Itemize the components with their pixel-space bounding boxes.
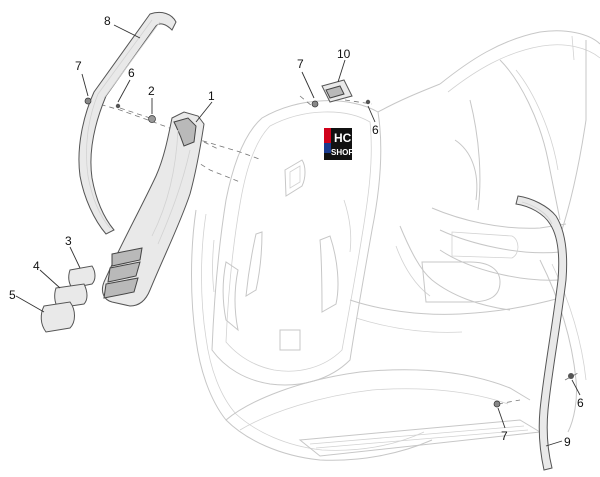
callout-6: 6 bbox=[577, 396, 584, 410]
callout-7: 7 bbox=[297, 57, 304, 71]
callout-7: 7 bbox=[75, 59, 82, 73]
scooter-body-outline bbox=[191, 30, 600, 461]
callout-4: 4 bbox=[33, 259, 40, 273]
front-shield-details bbox=[212, 159, 352, 351]
callout-2: 2 bbox=[148, 84, 155, 98]
fasteners bbox=[84, 97, 574, 408]
callout-6: 6 bbox=[128, 66, 135, 80]
nut-2 bbox=[148, 115, 156, 123]
screw-6b bbox=[365, 99, 371, 105]
callout-6: 6 bbox=[372, 123, 379, 137]
shield-trim-strip-right bbox=[515, 195, 568, 471]
clip-7a bbox=[84, 97, 92, 105]
callout-7: 7 bbox=[501, 429, 508, 443]
screw-6a bbox=[115, 103, 121, 109]
logo-line-1: HC bbox=[334, 131, 352, 145]
callout-9: 9 bbox=[564, 435, 571, 449]
logo-line-2: SHOP bbox=[331, 148, 354, 157]
horn-cover-part bbox=[101, 111, 205, 307]
clip-7b bbox=[311, 100, 319, 108]
callout-3: 3 bbox=[65, 234, 72, 248]
bracket-part bbox=[321, 79, 353, 103]
trim-piece-5 bbox=[40, 301, 75, 333]
clip-7c bbox=[493, 400, 501, 408]
shield-trim-strip-left bbox=[78, 11, 177, 235]
callout-1: 1 bbox=[208, 89, 215, 103]
trim-piece-4 bbox=[54, 283, 88, 309]
callout-5: 5 bbox=[9, 288, 16, 302]
small-trim-pieces bbox=[40, 265, 96, 333]
hc-shop-logo: HC SHOP bbox=[324, 128, 354, 160]
trim-piece-3 bbox=[68, 265, 96, 289]
leader-lines bbox=[15, 24, 581, 447]
callout-labels: 8 7 6 2 1 10 7 6 3 4 5 6 7 9 bbox=[9, 14, 584, 449]
callout-8: 8 bbox=[104, 14, 111, 28]
callout-10: 10 bbox=[337, 47, 351, 61]
logo-accent-blue bbox=[324, 143, 331, 153]
screw-6c bbox=[568, 373, 574, 379]
logo-accent-red bbox=[324, 128, 331, 143]
